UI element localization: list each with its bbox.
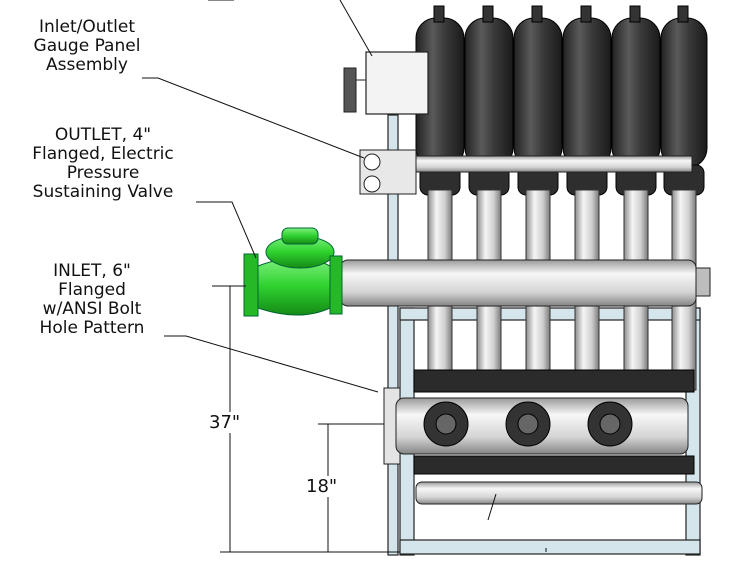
leader-lines: [142, 0, 379, 393]
electric-valve: [243, 227, 343, 317]
gauge-panel-line-1: Inlet/Outlet: [38, 17, 136, 37]
gauge-panel-line-2: Gauge Panel: [33, 36, 141, 56]
outlet-valve-callout: OUTLET, 4" Flanged, Electric Pressure Su…: [0, 126, 206, 202]
overall-height-dimension: 37": [207, 412, 243, 433]
inlet-line-2: Flanged: [58, 280, 126, 300]
outlet-line-4: Sustaining Valve: [32, 182, 174, 202]
inlet-line-3: w/ANSI Bolt: [42, 299, 142, 319]
outlet-line-3: Pressure: [66, 163, 140, 183]
inlet-callout: INLET, 6" Flanged w/ANSI Bolt Hole Patte…: [22, 262, 162, 338]
outlet-manifold: [339, 259, 711, 307]
outlet-line-1: OUTLET, 4": [54, 125, 152, 145]
inlet-height-dimension: 18": [304, 476, 340, 497]
gauge-panel-box: [343, 51, 429, 115]
gauge-panel-line-3: Assembly: [46, 55, 128, 75]
outlet-line-2: Flanged, Electric: [32, 144, 174, 164]
gauge-plate: [359, 149, 417, 195]
gauge-panel-callout: Inlet/Outlet Gauge Panel Assembly: [12, 18, 162, 75]
upper-band: [399, 155, 693, 173]
inlet-line-4: Hole Pattern: [39, 318, 145, 338]
filter-4: [562, 5, 612, 196]
lower-inlet-manifold: [383, 369, 703, 505]
inlet-line-1: INLET, 6": [53, 261, 131, 281]
